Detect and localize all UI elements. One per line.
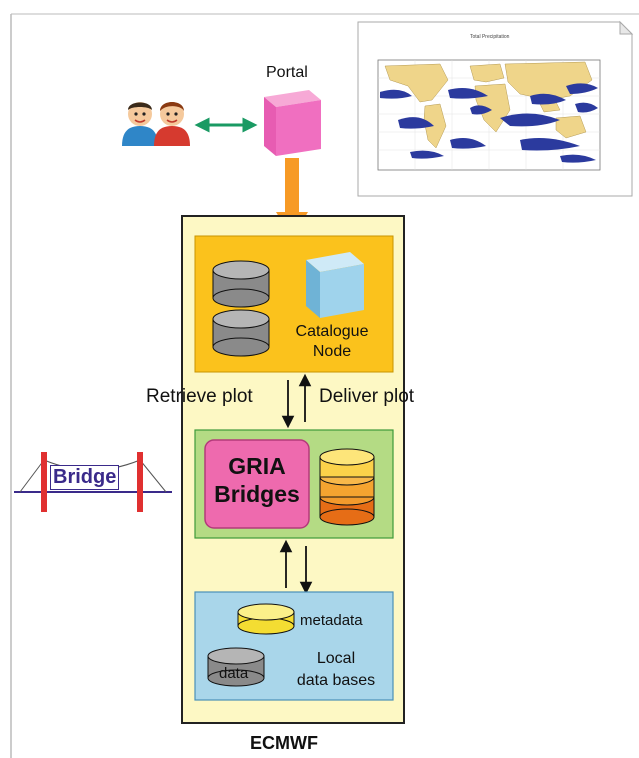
catalogue-line2: Node — [312, 343, 352, 360]
gria-line1: GRIA — [228, 453, 286, 479]
catalogue-database-icon — [212, 260, 270, 357]
gria-bridges-box — [204, 439, 310, 529]
local-databases-label: Local data bases — [282, 648, 390, 692]
bridge-logo-text: Bridge — [50, 465, 120, 490]
gria-storage-icon — [319, 448, 375, 526]
deliver-plot-label: Deliver plot — [319, 386, 415, 407]
ecmwf-label: ECMWF — [250, 733, 318, 753]
data-label: data — [219, 665, 249, 682]
catalogue-node-label: Catalogue Node — [282, 322, 382, 362]
databases-line2: data bases — [296, 672, 376, 689]
map-thumbnail-title: Total Precipitation — [470, 34, 510, 40]
gria-bridges-label: GRIA Bridges — [205, 452, 309, 508]
metadata-label: metadata — [300, 612, 363, 629]
catalogue-line1: Catalogue — [295, 323, 369, 340]
precipitation-map-thumbnail — [357, 20, 634, 197]
data-database-icon — [207, 647, 265, 687]
databases-line1: Local — [316, 650, 356, 667]
users-icon — [122, 102, 190, 146]
catalogue-cube-icon — [306, 252, 364, 318]
retrieve-plot-label: Retrieve plot — [146, 386, 253, 407]
metadata-database-icon — [237, 603, 295, 635]
portal-label: Portal — [266, 64, 308, 81]
gria-line2: Bridges — [214, 481, 300, 507]
portal-cube-icon — [264, 90, 321, 156]
